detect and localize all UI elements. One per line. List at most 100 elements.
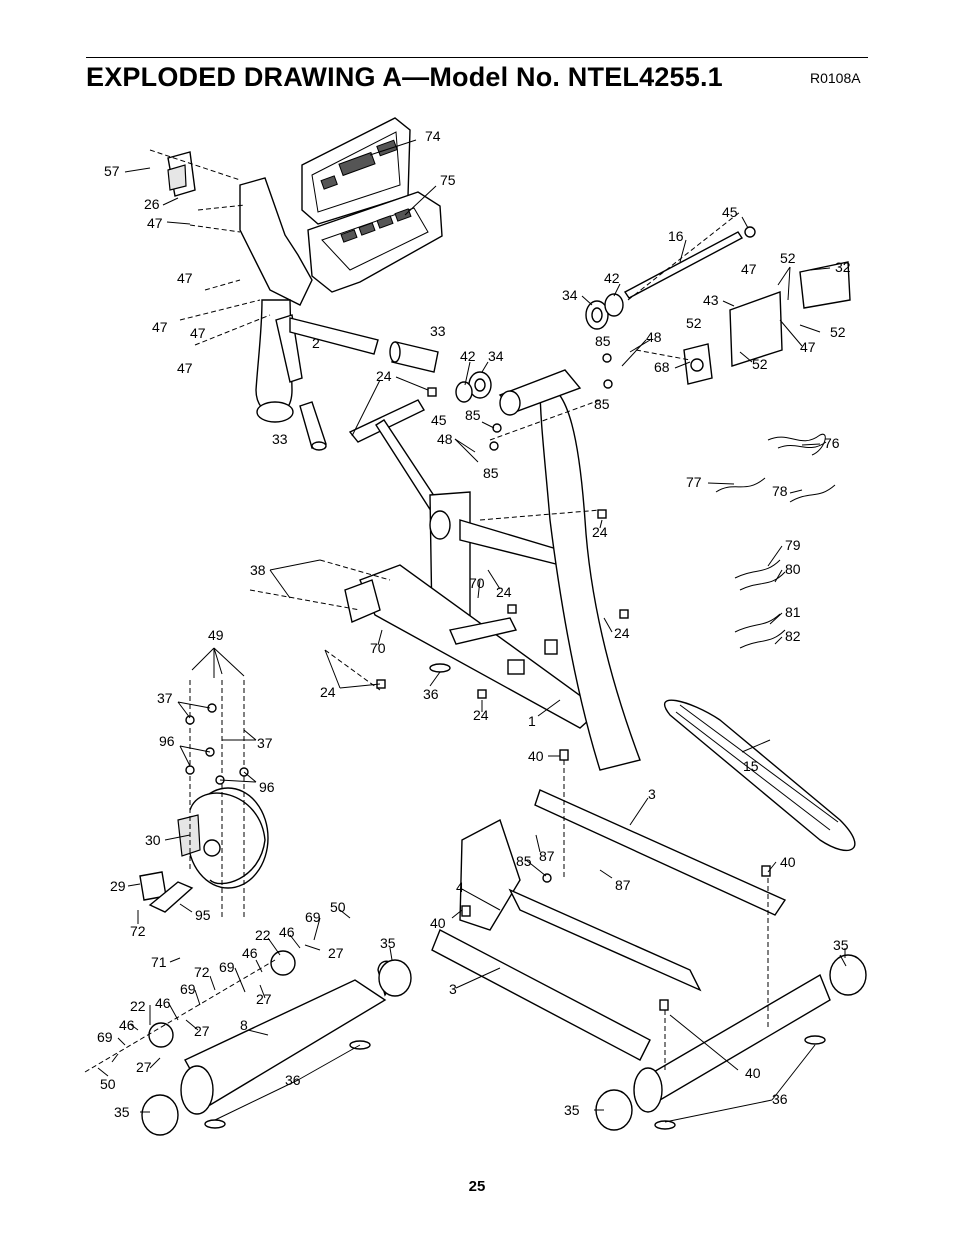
callout-24: 24 bbox=[473, 707, 489, 723]
callout-78: 78 bbox=[772, 483, 788, 499]
callout-3: 3 bbox=[648, 786, 656, 802]
callout-47: 47 bbox=[741, 261, 757, 277]
callout-85: 85 bbox=[516, 853, 532, 869]
callout-47: 47 bbox=[190, 325, 206, 341]
callout-40: 40 bbox=[430, 915, 446, 931]
drawing-code: R0108A bbox=[810, 70, 861, 86]
motor-bracket bbox=[683, 261, 851, 385]
callout-34: 34 bbox=[562, 287, 578, 303]
callout-96: 96 bbox=[159, 733, 175, 749]
callout-81: 81 bbox=[785, 604, 801, 620]
flywheel bbox=[139, 787, 269, 913]
callout-30: 30 bbox=[145, 832, 161, 848]
callout-32: 32 bbox=[835, 259, 851, 275]
crank-bearings bbox=[455, 226, 756, 403]
callout-69: 69 bbox=[305, 909, 321, 925]
callout-52: 52 bbox=[686, 315, 702, 331]
handlebar-upright bbox=[167, 151, 439, 451]
fasteners bbox=[185, 353, 771, 1011]
front-stabilizer bbox=[141, 950, 397, 1136]
callout-85: 85 bbox=[483, 465, 499, 481]
callout-47: 47 bbox=[800, 339, 816, 355]
callout-47: 47 bbox=[147, 215, 163, 231]
callout-26: 26 bbox=[144, 196, 160, 212]
callout-47: 47 bbox=[177, 270, 193, 286]
callout-36: 36 bbox=[285, 1072, 301, 1088]
callout-24: 24 bbox=[320, 684, 336, 700]
callout-70: 70 bbox=[370, 640, 386, 656]
callout-3: 3 bbox=[449, 981, 457, 997]
callout-35: 35 bbox=[564, 1102, 580, 1118]
callout-57: 57 bbox=[104, 163, 120, 179]
callout-50: 50 bbox=[100, 1076, 116, 1092]
callout-82: 82 bbox=[785, 628, 801, 644]
callout-75: 75 bbox=[440, 172, 456, 188]
callout-69: 69 bbox=[180, 981, 196, 997]
callout-22: 22 bbox=[255, 927, 271, 943]
callout-79: 79 bbox=[785, 537, 801, 553]
callout-77: 77 bbox=[686, 474, 702, 490]
callout-70: 70 bbox=[469, 575, 485, 591]
callout-52: 52 bbox=[780, 250, 796, 266]
page-number: 25 bbox=[468, 1178, 486, 1195]
callout-42: 42 bbox=[460, 348, 476, 364]
callout-35: 35 bbox=[114, 1104, 130, 1120]
callout-27: 27 bbox=[328, 945, 344, 961]
callout-68: 68 bbox=[654, 359, 670, 375]
callout-8: 8 bbox=[240, 1017, 248, 1033]
callout-40: 40 bbox=[528, 748, 544, 764]
curved-column bbox=[498, 369, 641, 771]
callout-46: 46 bbox=[279, 924, 295, 940]
callout-24: 24 bbox=[376, 368, 392, 384]
callout-95: 95 bbox=[195, 907, 211, 923]
callout-49: 49 bbox=[208, 627, 224, 643]
callout-52: 52 bbox=[752, 356, 768, 372]
console-assembly bbox=[301, 117, 443, 293]
callout-24: 24 bbox=[496, 584, 512, 600]
page-title: EXPLODED DRAWING A—Model No. NTEL4255.1 bbox=[86, 62, 723, 92]
rear-frame bbox=[378, 663, 867, 1131]
callout-48: 48 bbox=[437, 431, 453, 447]
callout-36: 36 bbox=[772, 1091, 788, 1107]
callout-2: 2 bbox=[312, 335, 320, 351]
callout-85: 85 bbox=[465, 407, 481, 423]
main-frame bbox=[344, 519, 602, 729]
callout-69: 69 bbox=[219, 959, 235, 975]
callout-1: 1 bbox=[528, 713, 536, 729]
callout-85: 85 bbox=[594, 396, 610, 412]
callout-22: 22 bbox=[130, 998, 146, 1014]
callout-47: 47 bbox=[177, 360, 193, 376]
callout-46: 46 bbox=[242, 945, 258, 961]
callout-27: 27 bbox=[136, 1059, 152, 1075]
callout-labels: 74 75 57 26 47 47 47 47 47 2 33 33 24 42… bbox=[97, 128, 851, 1120]
callout-35: 35 bbox=[380, 935, 396, 951]
callout-72: 72 bbox=[194, 964, 210, 980]
callout-42: 42 bbox=[604, 270, 620, 286]
leader-lines bbox=[97, 139, 847, 1123]
callout-46: 46 bbox=[155, 995, 171, 1011]
callout-50: 50 bbox=[330, 899, 346, 915]
callout-24: 24 bbox=[592, 524, 608, 540]
callout-34: 34 bbox=[488, 348, 504, 364]
callout-76: 76 bbox=[824, 435, 840, 451]
callout-37: 37 bbox=[157, 690, 173, 706]
callout-4: 4 bbox=[456, 879, 464, 895]
callout-45: 45 bbox=[722, 204, 738, 220]
callout-69: 69 bbox=[97, 1029, 113, 1045]
callout-45: 45 bbox=[431, 412, 447, 428]
callout-29: 29 bbox=[110, 878, 126, 894]
header-rule bbox=[86, 57, 868, 58]
callout-74: 74 bbox=[425, 128, 441, 144]
callout-35: 35 bbox=[833, 937, 849, 953]
callout-27: 27 bbox=[194, 1023, 210, 1039]
wire-harnesses bbox=[715, 433, 836, 649]
callout-47: 47 bbox=[152, 319, 168, 335]
callout-46: 46 bbox=[119, 1017, 135, 1033]
callout-52: 52 bbox=[830, 324, 846, 340]
callout-16: 16 bbox=[668, 228, 684, 244]
drive-belt bbox=[663, 699, 856, 852]
assembly-lines bbox=[84, 149, 769, 1073]
callout-72: 72 bbox=[130, 923, 146, 939]
callout-36: 36 bbox=[423, 686, 439, 702]
